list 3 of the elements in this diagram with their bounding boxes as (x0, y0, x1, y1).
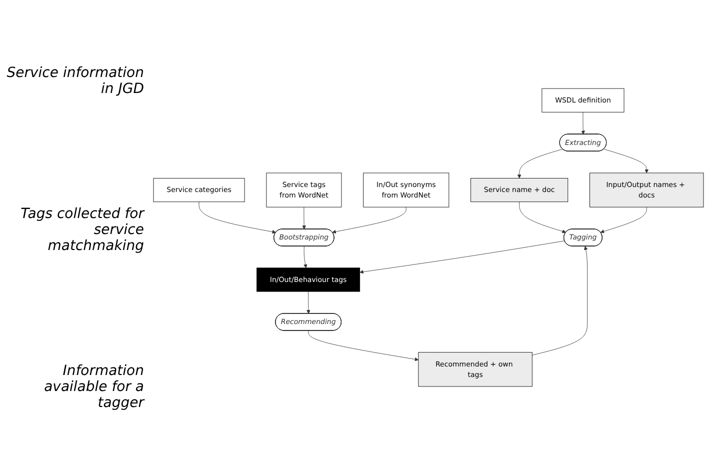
side-note: Tags collected for service matchmaking (20, 206, 144, 254)
side-note: Information available for a tagger (43, 362, 144, 410)
side-note: Service information in JGD (6, 64, 144, 96)
